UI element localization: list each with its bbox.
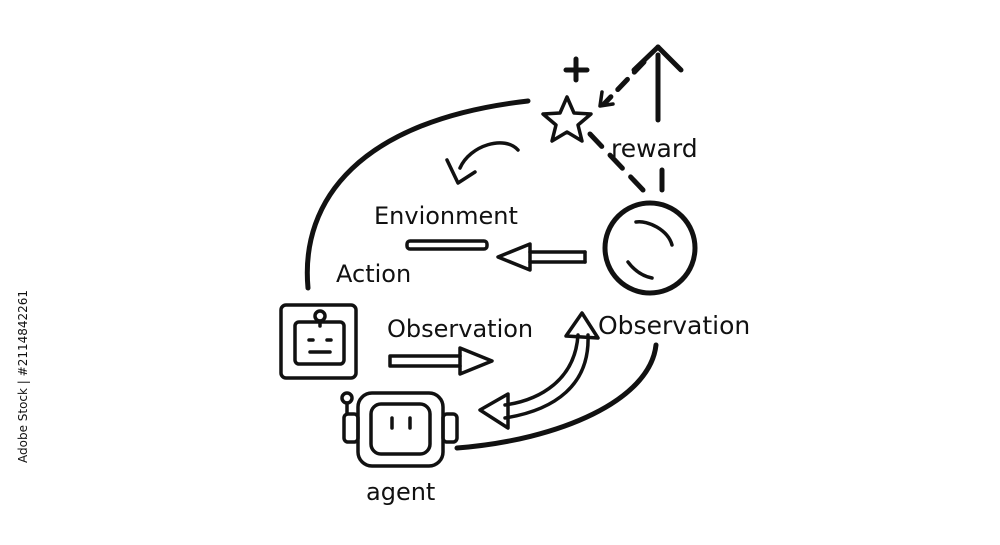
arrow-observation [388,346,494,376]
agent-label: agent [366,478,436,506]
globe-icon [602,200,698,296]
arrow-to-environment [496,242,587,272]
stock-id-caption: Adobe Stock | #2114842261 [16,289,30,463]
outer-arc-bottom [454,342,659,451]
observation-label-right: Observation [598,311,751,340]
plus-icon [563,56,590,83]
environment-label: Envionment [374,202,518,230]
star-icon [541,95,593,143]
robot-head-icon [340,391,459,468]
action-label: Action [336,260,412,288]
environment-bar [405,239,489,251]
observation-label-left: Observation [387,315,534,343]
reward-dashes [587,44,684,193]
curved-double-arrow [478,311,600,430]
robot-screen-icon [279,303,358,380]
curved-arrow-top [445,141,520,185]
reward-label: reward [611,134,698,163]
outer-arc-left [304,98,531,291]
